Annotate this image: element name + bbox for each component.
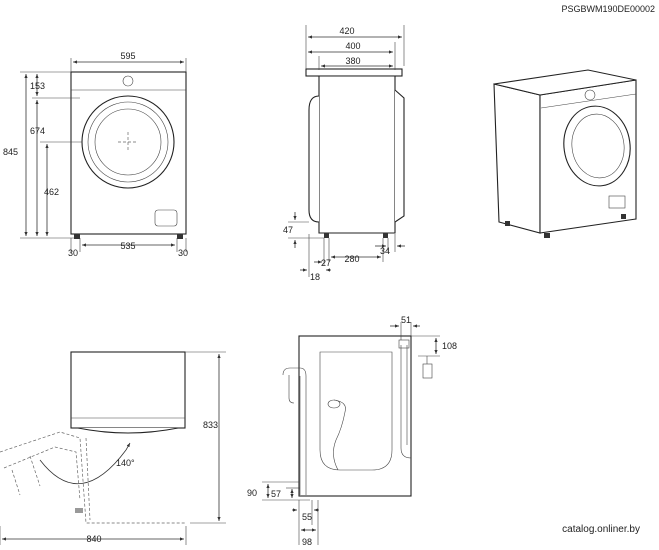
side-door-profile <box>308 95 320 223</box>
dim-depth-body: 400 <box>345 41 360 51</box>
dim-depth-cabinet: 380 <box>345 56 360 66</box>
door-open-view: 140° 833 840 <box>0 351 226 545</box>
side-top-cover <box>305 68 403 77</box>
back-access-panel <box>319 351 393 471</box>
back-cabinet <box>298 335 412 497</box>
dim-drain-width: 98 <box>302 537 312 547</box>
dim-drain-outer: 90 <box>247 488 257 498</box>
side-view: 420 400 380 47 280 34 27 18 <box>283 25 405 282</box>
dim-foot-span: 535 <box>120 241 135 251</box>
plug-icon <box>327 399 341 409</box>
dim-width: 595 <box>120 51 135 61</box>
dim-foot-height: 47 <box>283 225 293 235</box>
dim-door-angle: 140° <box>116 458 135 468</box>
door-inner-ring <box>87 101 169 183</box>
inlet-valve-icon <box>422 363 433 379</box>
dim-door-top: 674 <box>30 126 45 136</box>
isometric-view <box>493 69 637 238</box>
front-foot-right <box>177 234 183 239</box>
dim-side-foot-span: 280 <box>344 254 359 264</box>
dim-door-center: 462 <box>44 187 59 197</box>
dim-door-height: 833 <box>203 420 218 430</box>
dim-drain-inner: 57 <box>271 489 281 499</box>
drawing-code: PSGBWM190DE00002 <box>561 4 655 14</box>
side-cabinet <box>318 75 396 234</box>
front-view: 595 845 153 674 462 535 30 30 <box>3 51 188 258</box>
iso-knob-icon <box>584 89 596 101</box>
inlet-hose <box>400 345 412 459</box>
drain-hose <box>282 367 307 495</box>
dim-foot-back: 34 <box>380 246 390 256</box>
dim-door-depth: 840 <box>86 534 101 544</box>
dim-hose-offset: 51 <box>401 315 411 325</box>
dim-foot-left: 30 <box>68 248 78 258</box>
door-view-door-edge <box>77 427 179 434</box>
iso-door <box>563 105 631 187</box>
dim-front-offset: 18 <box>310 272 320 282</box>
watermark: catalog.onliner.by <box>562 524 640 535</box>
dim-height: 845 <box>3 147 18 157</box>
program-knob-icon <box>122 75 134 87</box>
side-back-profile <box>394 89 405 223</box>
power-cable <box>333 399 346 471</box>
door-glass <box>94 108 162 176</box>
dim-drain-offset: 55 <box>302 512 312 522</box>
door-angle-arc <box>39 449 127 484</box>
dim-hose-drop: 108 <box>442 341 457 351</box>
door-open-outline <box>0 431 186 524</box>
dim-depth-total: 420 <box>339 26 354 36</box>
iso-panel-line <box>540 93 637 109</box>
back-view: 51 108 90 57 55 98 <box>247 315 457 547</box>
front-foot-left <box>74 234 80 239</box>
filter-hatch <box>154 209 178 227</box>
iso-top-face <box>493 69 637 96</box>
dim-top-panel: 153 <box>30 81 45 91</box>
dim-foot-front: 27 <box>321 258 331 268</box>
door-view-cabinet <box>70 351 186 429</box>
iso-door-glass <box>571 113 625 179</box>
dim-foot-right: 30 <box>178 248 188 258</box>
iso-filter-hatch <box>608 195 626 209</box>
iso-left-face <box>493 83 541 234</box>
